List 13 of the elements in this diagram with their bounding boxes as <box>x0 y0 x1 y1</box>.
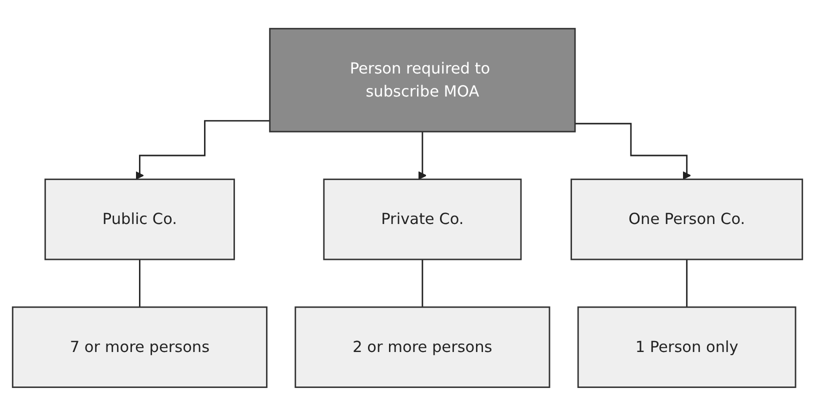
node-box: Public Co. <box>44 178 235 260</box>
arrow <box>136 120 270 180</box>
connector <box>422 258 424 308</box>
node-box: 7 or more persons <box>12 306 268 388</box>
node-box: 2 or more persons <box>294 306 550 388</box>
node-box: 1 Person only <box>577 306 796 388</box>
arrow <box>575 122 692 180</box>
connector <box>686 258 688 308</box>
arrow <box>418 130 427 180</box>
node-box: Person required to subscribe MOA <box>269 28 576 132</box>
connector <box>138 258 140 308</box>
node-box: One Person Co. <box>570 178 804 260</box>
node-box: Private Co. <box>323 178 522 260</box>
